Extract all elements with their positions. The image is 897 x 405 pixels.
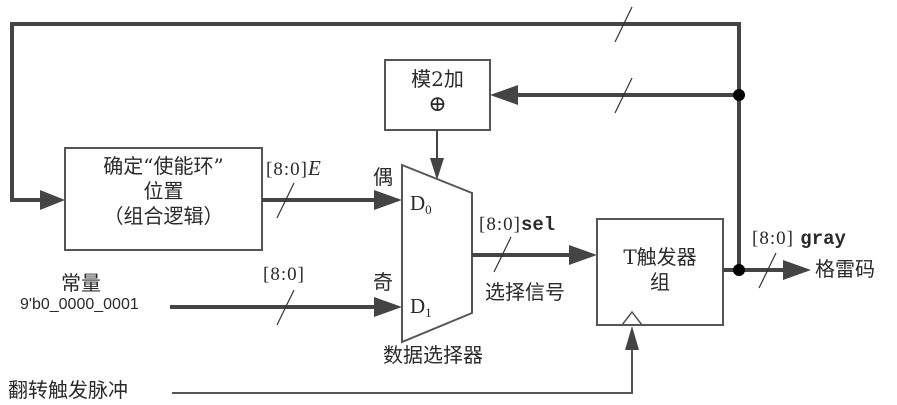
mux-block — [401, 163, 473, 344]
bus-slash-gray — [758, 252, 777, 289]
sel-caption: 选择信号 — [485, 280, 565, 304]
enable-ring-line1: 确定“使能环” — [103, 154, 224, 178]
d1-letter: D — [410, 294, 426, 318]
clock-pulse-wire — [172, 350, 633, 394]
gray-bus-label: [8:0] gray — [752, 227, 846, 249]
arrow-into-t-ff — [569, 245, 597, 265]
odd-label: 奇 — [373, 270, 393, 294]
mux-caption: 数据选择器 — [383, 343, 483, 367]
mod2-adder-label: 模2加 ⊕ — [385, 67, 490, 117]
junction-top — [733, 89, 745, 101]
t-flipflop-label: T触发器 组 — [597, 245, 723, 295]
gray-caption: 格雷码 — [815, 257, 875, 281]
sel-bus-range: [8:0] — [479, 214, 521, 235]
arrow-into-mux-select — [430, 158, 444, 180]
junction-bottom — [733, 264, 745, 276]
arrow-into-d1 — [374, 297, 402, 317]
t-flipflop-line1: T触发器 — [623, 245, 697, 269]
d1-subscript: 1 — [425, 305, 432, 320]
xor-symbol-icon: ⊕ — [428, 92, 447, 117]
mux-input-d1: D1 — [410, 294, 432, 320]
arrow-gray-output — [783, 260, 811, 280]
mux-input-d0: D0 — [410, 191, 432, 217]
arrow-into-adder — [490, 85, 518, 105]
feedback-wire — [10, 22, 741, 270]
bus-slash-sel — [493, 236, 512, 273]
gray-bus-name: gray — [800, 228, 846, 250]
e-bus-label: [8:0]E — [266, 156, 321, 180]
enable-ring-block — [64, 147, 263, 251]
d0-subscript: 0 — [425, 202, 432, 217]
enable-ring-line2: 位置 — [143, 179, 184, 203]
constant-value: 9'b0_0000_0001 — [20, 296, 139, 313]
constant-title: 常量 — [61, 271, 101, 295]
bus-slash-const — [276, 289, 295, 326]
bus-slash-e — [276, 182, 295, 219]
e-bus-name: E — [307, 156, 321, 180]
sel-bus-name: sel — [520, 214, 556, 236]
e-bus-range: [8:0] — [266, 159, 308, 180]
arrow-into-d0 — [374, 190, 402, 210]
sel-bus-label: [8:0]sel — [479, 213, 555, 235]
const-bus-range: [8:0] — [263, 264, 305, 285]
d0-letter: D — [410, 191, 426, 215]
clock-pulse-label: 翻转触发脉冲 — [8, 378, 128, 402]
mod2-adder-line1: 模2加 — [411, 67, 464, 91]
arrow-into-clock — [625, 326, 639, 350]
bus-slash-top — [614, 6, 633, 43]
t-flipflop-block — [596, 218, 724, 326]
clock-edge-symbol — [621, 310, 643, 326]
arrow-into-enable-ring — [40, 190, 65, 210]
gray-bus-range: [8:0] — [752, 228, 794, 249]
enable-ring-line3: （组合逻辑） — [103, 204, 224, 228]
t-flipflop-line2: 组 — [650, 270, 670, 294]
even-label: 偶 — [373, 165, 393, 189]
enable-ring-label: 确定“使能环” 位置 （组合逻辑） — [65, 154, 262, 229]
bus-slash-adder — [614, 77, 633, 114]
